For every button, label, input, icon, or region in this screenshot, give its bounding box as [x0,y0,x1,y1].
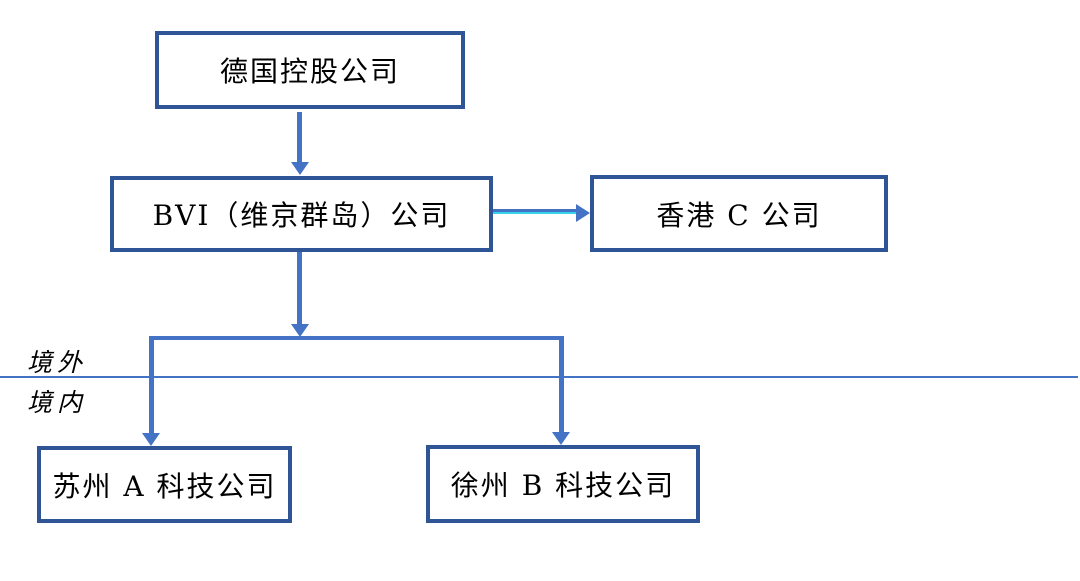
region-label-onshore: 境内 [27,388,88,417]
arrow-german-to-bvi-line [297,112,302,162]
node-bvi-company: BVI（维京群岛）公司 [110,176,493,252]
arrow-german-to-bvi-head-icon [291,162,309,175]
node-german-holding: 德国控股公司 [155,31,465,109]
node-suzhou-a: 苏州 A 科技公司 [37,446,292,523]
arrow-bvi-to-hongkong-head-icon [576,204,590,222]
node-hongkong-c: 香港 C 公司 [590,175,888,252]
arrow-bvi-to-hongkong-line [493,209,577,212]
arrow-to-xuzhou-head-icon [552,432,570,445]
arrow-bvi-down-line [297,252,302,324]
node-xuzhou-b: 徐州 B 科技公司 [426,445,700,523]
onshore-offshore-divider-line [0,376,1078,378]
arrow-bvi-down-head-icon [291,324,309,337]
arrow-to-xuzhou-line [559,336,564,432]
arrow-to-suzhou-line [149,336,154,433]
arrow-bvi-to-hongkong-accent-line [493,212,577,214]
region-label-offshore: 境外 [27,348,88,377]
split-connector-line [149,336,563,340]
arrow-to-suzhou-head-icon [142,433,160,446]
